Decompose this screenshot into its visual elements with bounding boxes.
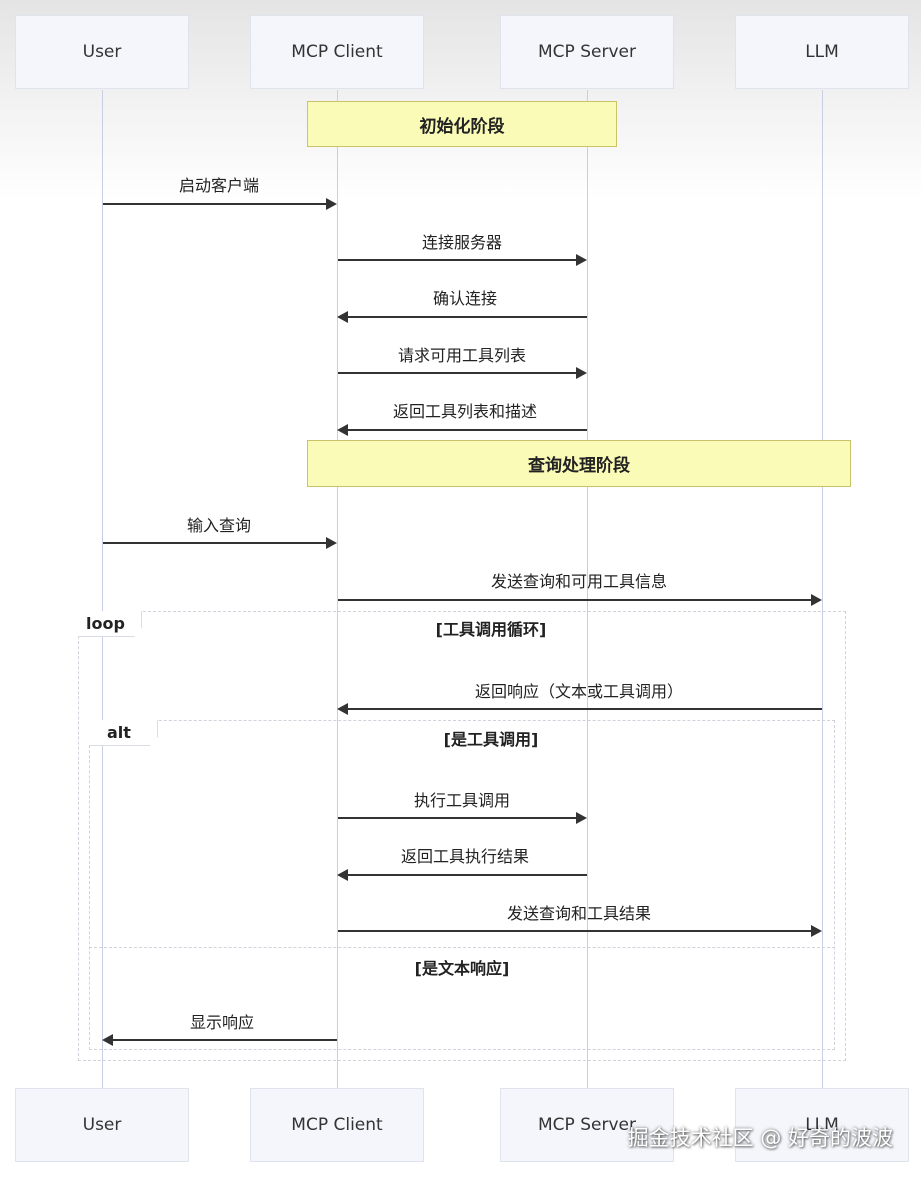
loop-tag: loop	[78, 611, 142, 637]
actor-label: MCP Server	[538, 1115, 636, 1135]
actor-llm-bottom: LLM	[735, 1088, 909, 1162]
watermark: 掘金技术社区 @ 好奇的波波	[627, 1126, 893, 1150]
note-query-phase: 查询处理阶段	[307, 440, 851, 487]
message-arrow	[338, 367, 587, 379]
actor-label: User	[82, 1115, 122, 1135]
actor-label: MCP Client	[291, 1115, 383, 1135]
message-arrow	[337, 703, 822, 715]
message-label: 输入查询	[186, 516, 252, 535]
lifeline-llm	[822, 90, 823, 1088]
alt-tag: alt	[89, 720, 158, 746]
actor-user-top: User	[15, 15, 189, 89]
alt-condition-text: [是文本响应]	[414, 959, 510, 978]
lifeline-mcp-client	[337, 90, 338, 1088]
actor-label: User	[82, 42, 122, 62]
actor-label: MCP Client	[291, 42, 383, 62]
message-label: 返回响应（文本或工具调用）	[474, 682, 684, 701]
message-label: 启动客户端	[178, 176, 260, 195]
message-label: 显示响应	[189, 1013, 255, 1032]
loop-frame: loop	[78, 611, 846, 1061]
message-label: 返回工具列表和描述	[392, 402, 538, 421]
message-label: 发送查询和工具结果	[506, 904, 652, 923]
message-arrow	[338, 254, 587, 266]
message-arrow	[337, 869, 587, 881]
message-label: 连接服务器	[421, 233, 503, 252]
alt-frame: alt	[89, 720, 835, 1050]
actor-mcp-client-bottom: MCP Client	[250, 1088, 424, 1162]
alt-condition-tool: [是工具调用]	[443, 730, 539, 749]
loop-condition: [工具调用循环]	[435, 620, 547, 639]
message-arrow	[103, 537, 337, 549]
note-init-phase: 初始化阶段	[307, 101, 617, 147]
message-label: 确认连接	[432, 289, 498, 308]
message-label: 发送查询和可用工具信息	[490, 572, 668, 591]
note-label: 初始化阶段	[419, 116, 505, 137]
message-arrow	[102, 1034, 337, 1046]
message-label: 执行工具调用	[413, 791, 511, 810]
note-label: 查询处理阶段	[528, 456, 630, 476]
actor-label: MCP Server	[538, 42, 636, 62]
actor-mcp-client-top: MCP Client	[250, 15, 424, 89]
message-label: 返回工具执行结果	[400, 847, 530, 866]
actor-label: LLM	[805, 42, 839, 62]
lifeline-user	[102, 90, 103, 1088]
message-label: 请求可用工具列表	[397, 346, 527, 365]
message-arrow	[338, 925, 822, 937]
message-arrow	[103, 198, 337, 210]
lifeline-mcp-server	[587, 90, 588, 1088]
alt-separator	[89, 947, 835, 948]
actor-llm-top: LLM	[735, 15, 909, 89]
message-arrow	[338, 594, 822, 606]
message-arrow	[337, 424, 587, 436]
actor-mcp-server-top: MCP Server	[500, 15, 674, 89]
message-arrow	[338, 812, 587, 824]
actor-label: LLM	[805, 1115, 839, 1135]
actor-mcp-server-bottom: MCP Server	[500, 1088, 674, 1162]
actor-user-bottom: User	[15, 1088, 189, 1162]
message-arrow	[337, 311, 587, 323]
